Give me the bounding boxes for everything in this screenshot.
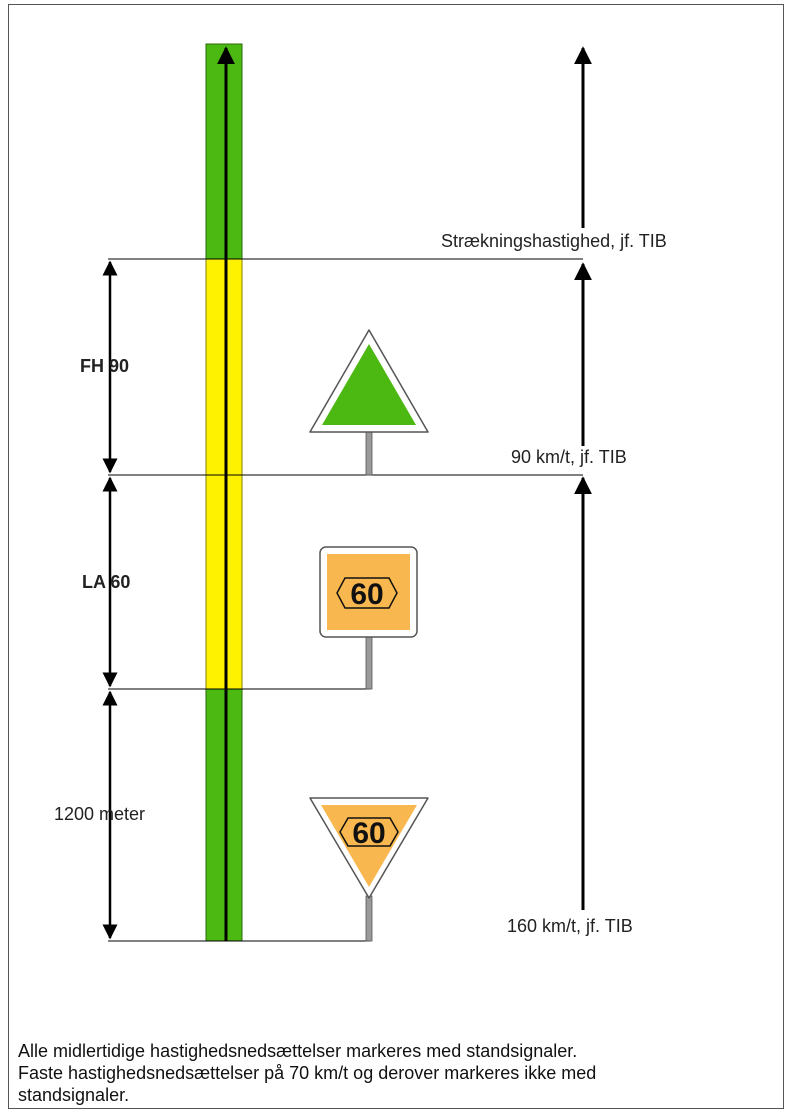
la-speed-sign: 60 bbox=[319, 546, 418, 638]
fh-sign-pole bbox=[365, 431, 373, 476]
warning-sign-pole bbox=[365, 895, 373, 942]
speed-160-label: 160 km/t, jf. TIB bbox=[507, 916, 633, 936]
track-segment-green-top bbox=[205, 43, 243, 260]
caption-line-3: standsignaler. bbox=[18, 1085, 130, 1105]
distance-label: 1200 meter bbox=[54, 804, 145, 824]
caption-line-1: Alle midlertidige hastighedsnedsættelser… bbox=[18, 1041, 578, 1061]
track-segment-yellow bbox=[205, 258, 243, 690]
warning-speed-sign: 60 bbox=[309, 797, 429, 899]
fh-label: FH 90 bbox=[80, 356, 129, 376]
caption: Alle midlertidige hastighedsnedsættelser… bbox=[18, 1040, 758, 1106]
figure-frame bbox=[8, 4, 784, 1109]
track-segment-green-bottom bbox=[205, 688, 243, 942]
speed-90-label: 90 km/t, jf. TIB bbox=[511, 447, 627, 467]
fh-sign bbox=[309, 329, 429, 433]
la-sign-pole bbox=[365, 635, 373, 690]
warning-sign-value: 60 bbox=[352, 817, 385, 850]
caption-line-2: Faste hastighedsnedsættelser på 70 km/t … bbox=[18, 1063, 597, 1083]
la-sign-value: 60 bbox=[350, 578, 383, 611]
la-label: LA 60 bbox=[82, 572, 130, 592]
line-speed-label: Strækningshastighed, jf. TIB bbox=[441, 231, 667, 251]
